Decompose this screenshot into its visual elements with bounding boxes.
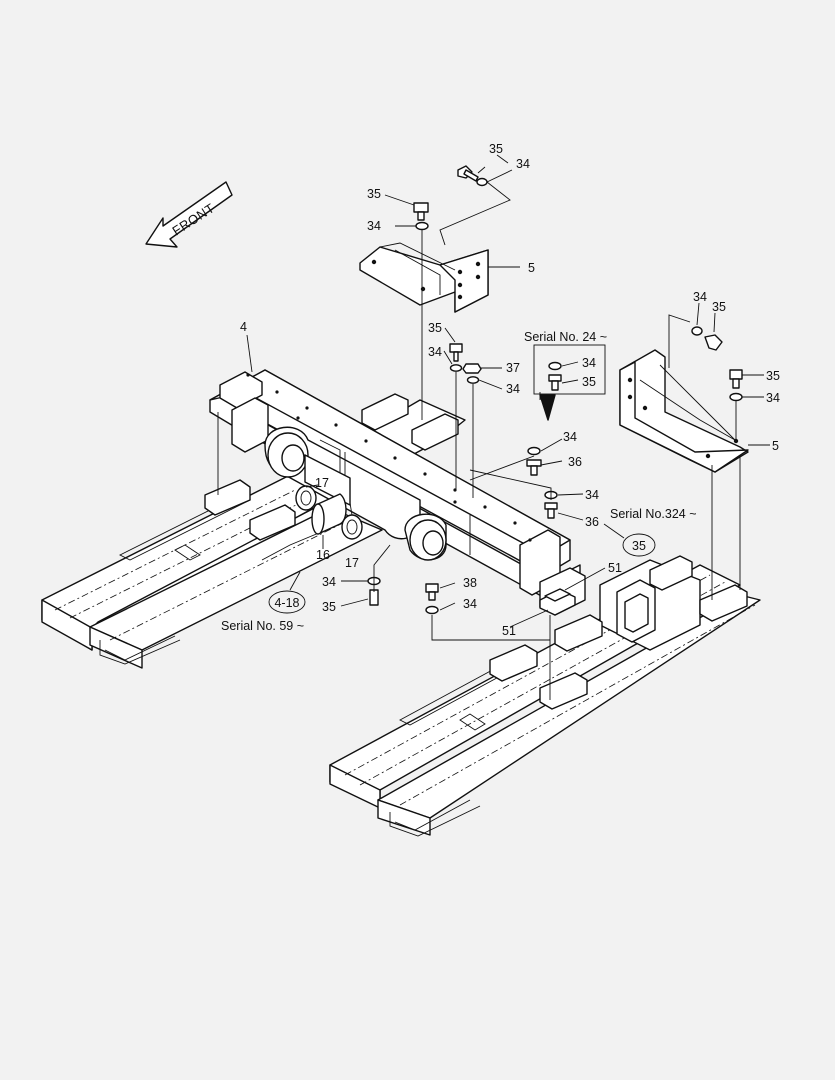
part-label: 16 xyxy=(316,548,330,562)
part-label: 17 xyxy=(315,476,329,490)
part-label: 34 xyxy=(563,430,577,444)
part-label: 35 xyxy=(322,600,336,614)
callout-35-label: 35 xyxy=(632,539,646,553)
part-label: 35 xyxy=(712,300,726,314)
part-label: 35 xyxy=(766,369,780,383)
part-label: 34 xyxy=(582,356,596,370)
serial-59-note: Serial No. 59 ~ xyxy=(221,619,304,633)
bracket-right xyxy=(619,349,749,473)
callout-35-ellipse xyxy=(622,533,656,557)
callouts: 35 4-18 xyxy=(268,533,656,614)
callout-4-18-ellipse xyxy=(268,590,306,614)
part-label: 35 xyxy=(367,187,381,201)
bracket-left xyxy=(359,242,489,313)
part-label: 51 xyxy=(502,624,516,638)
part-label: 34 xyxy=(766,391,780,405)
part-label: 34 xyxy=(693,290,707,304)
part-label: 35 xyxy=(582,375,596,389)
part-label: 36 xyxy=(568,455,582,469)
right-track-frame xyxy=(329,555,761,837)
serial-24-inset xyxy=(533,344,606,421)
part-label: 38 xyxy=(463,576,477,590)
part-label: 34 xyxy=(463,597,477,611)
serial-324-note: Serial No.324 ~ xyxy=(610,507,697,521)
serial-notes: Serial No. 24 ~ Serial No.324 ~ Serial N… xyxy=(221,330,697,633)
part-label: 34 xyxy=(322,575,336,589)
hardware xyxy=(295,165,743,616)
leader-lines xyxy=(217,154,770,700)
part-label: 35 xyxy=(428,321,442,335)
part-label: 34 xyxy=(516,157,530,171)
part-label: 34 xyxy=(367,219,381,233)
equalizer-beam xyxy=(209,369,586,616)
part-number-labels: 35 34 35 34 5 4 35 34 37 34 34 35 34 35 … xyxy=(240,142,780,638)
part-label: 34 xyxy=(428,345,442,359)
part-label: 5 xyxy=(772,439,779,453)
part-label: 34 xyxy=(585,488,599,502)
callout-4-18-label: 4-18 xyxy=(274,596,299,610)
part-label: 34 xyxy=(506,382,520,396)
serial-24-note: Serial No. 24 ~ xyxy=(524,330,607,344)
front-arrow: FRONT xyxy=(145,181,233,248)
part-label: 51 xyxy=(608,561,622,575)
part-label: 4 xyxy=(240,320,247,334)
part-label: 36 xyxy=(585,515,599,529)
part-label: 17 xyxy=(345,556,359,570)
part-label: 37 xyxy=(506,361,520,375)
part-label: 35 xyxy=(489,142,503,156)
part-label: 5 xyxy=(528,261,535,275)
